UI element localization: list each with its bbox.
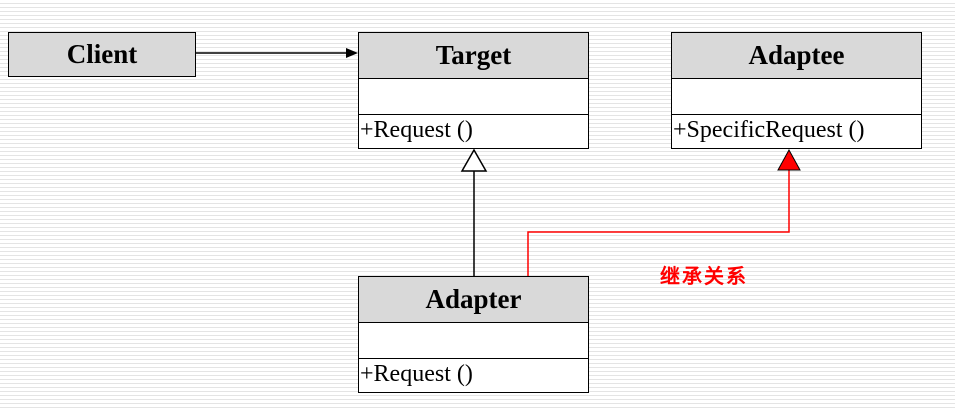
client-name: Client	[66, 39, 138, 69]
association-arrowhead	[346, 48, 358, 58]
adaptee-class-box: Adaptee +SpecificRequest ()	[671, 32, 922, 149]
adapter-adaptee-inheritance-line	[527, 170, 790, 276]
adapter-class-box: Adapter +Request ()	[358, 276, 589, 393]
adapter-class-name: Adapter	[359, 277, 588, 322]
adaptee-attributes-section	[672, 78, 921, 114]
adaptee-operation: +SpecificRequest ()	[672, 114, 921, 148]
generalization-triangle	[460, 148, 488, 172]
adapter-attributes-section	[359, 322, 588, 358]
target-operation: +Request ()	[359, 114, 588, 148]
client-box: Client	[8, 32, 196, 77]
target-attributes-section	[359, 78, 588, 114]
adaptee-class-name: Adaptee	[672, 33, 921, 78]
target-class-name: Target	[359, 33, 588, 78]
adapter-operation: +Request ()	[359, 358, 588, 392]
inheritance-red-triangle	[777, 148, 801, 171]
inheritance-note-label: 继承关系	[660, 264, 748, 288]
target-class-box: Target +Request ()	[358, 32, 589, 149]
